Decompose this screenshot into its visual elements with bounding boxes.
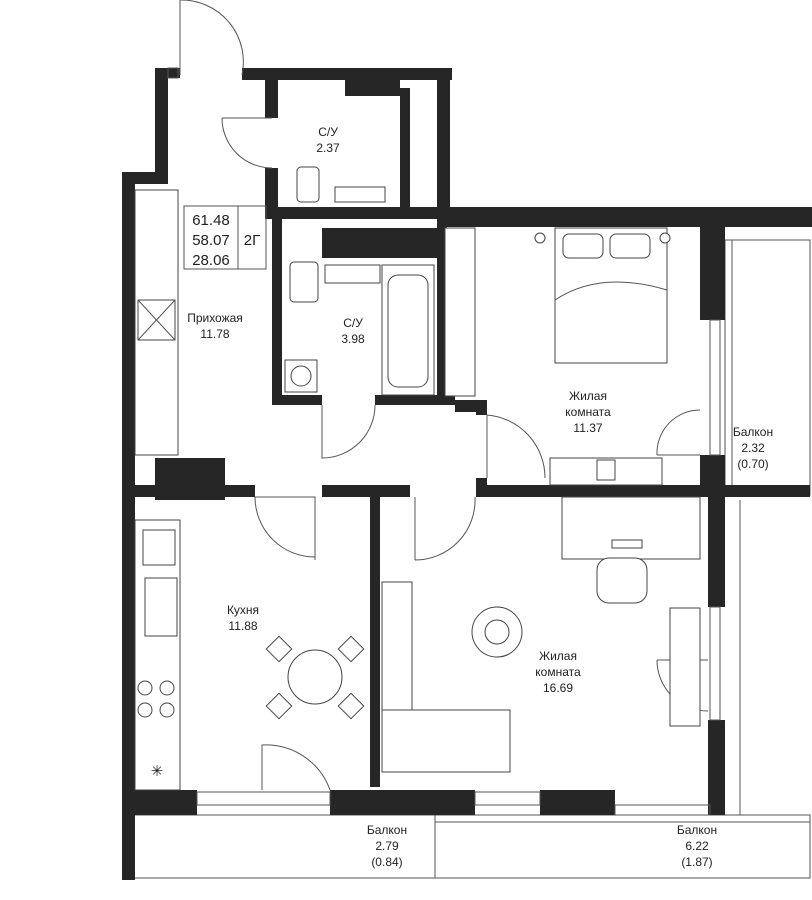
balcony-living-name: Балкон <box>677 823 717 837</box>
kitchen-name: Кухня <box>227 603 259 617</box>
apartment-type: 2Г <box>244 232 260 249</box>
walls <box>122 68 812 880</box>
bath-large-name: С/У <box>343 316 363 330</box>
doors <box>179 0 709 791</box>
kitchen-furniture: ✳ <box>134 519 365 791</box>
balcony-kitchen-name: Балкон <box>367 823 407 837</box>
bedroom-area: 11.37 <box>573 421 602 435</box>
balcony-right-reduced: (0.70) <box>737 457 768 471</box>
hallway-wardrobe <box>134 189 476 456</box>
bathroom-fixtures <box>284 166 435 396</box>
balcony-kitchen-reduced: (0.84) <box>371 855 402 869</box>
living-area: 16.69 <box>543 681 573 695</box>
bath-large-area: 3.98 <box>341 332 365 346</box>
balcony-living-area: 6.22 <box>685 839 709 853</box>
area-without-balcony: 58.07 <box>192 232 230 249</box>
windows <box>167 67 721 816</box>
kitchen-area: 11.88 <box>228 619 257 633</box>
bath-small-area: 2.37 <box>316 141 340 155</box>
bedroom-name-1: Жилая <box>569 389 607 403</box>
hallway-name: Прихожая <box>187 311 243 325</box>
balcony-right-name: Балкон <box>733 425 773 439</box>
bedroom-name-2: комната <box>565 405 611 419</box>
apartment-summary: 61.48 58.07 28.06 2Г <box>183 205 267 270</box>
balcony-right-area: 2.32 <box>741 441 765 455</box>
bedroom-furniture <box>534 227 671 486</box>
room-labels: Прихожая 11.78 С/У 2.37 С/У 3.98 Жилая к… <box>187 125 773 869</box>
total-area: 61.48 <box>192 212 230 229</box>
fan-icon: ✳ <box>151 763 164 780</box>
hallway-area: 11.78 <box>200 327 229 341</box>
living-furniture <box>381 496 701 773</box>
balcony-living-reduced: (1.87) <box>681 855 712 869</box>
bath-small-name: С/У <box>318 125 338 139</box>
living-area: 28.06 <box>192 252 230 269</box>
living-name-1: Жилая <box>539 649 577 663</box>
living-name-2: комната <box>535 665 581 679</box>
balcony-kitchen-area: 2.79 <box>375 839 399 853</box>
